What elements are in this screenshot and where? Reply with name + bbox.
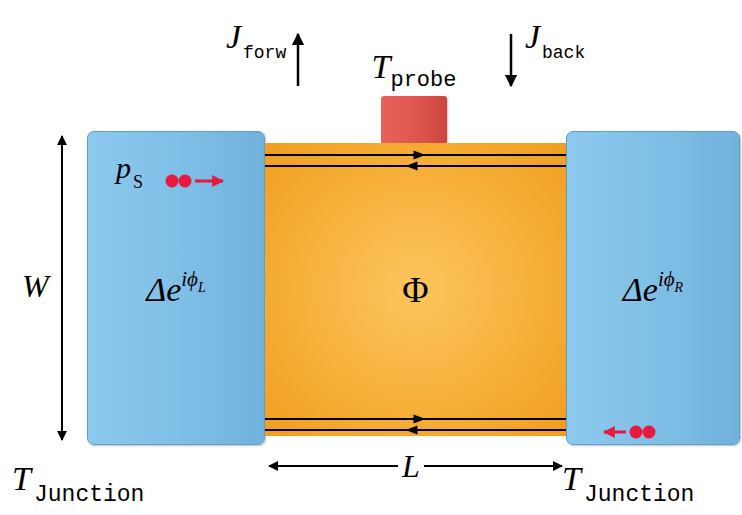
width-label: W	[22, 270, 49, 302]
label-holder: forw	[243, 44, 286, 62]
current-symbol: J	[226, 20, 241, 54]
length-label: L	[398, 450, 424, 482]
label-holder: p	[116, 153, 131, 183]
current-subscript: back	[542, 44, 585, 62]
superconductor-lead: ΔeiϕL	[87, 131, 265, 445]
text-holder: ΔeiϕL	[88, 132, 264, 444]
text-line: Φ	[402, 272, 428, 308]
normal-region: Φ	[265, 143, 566, 436]
edge-arrowhead	[406, 162, 418, 171]
edge-arrowhead	[414, 415, 426, 424]
cooper-pair-dot	[630, 426, 643, 439]
node-text: iϕ	[658, 267, 675, 291]
edge-channel	[265, 426, 566, 435]
node-text: Δe	[623, 271, 658, 308]
current-arrow	[297, 34, 300, 86]
probe-contact: Tprobe	[381, 96, 447, 148]
label-holder: Junction	[34, 484, 144, 507]
momentum-arrow	[604, 431, 626, 434]
momentum-arrow	[195, 180, 223, 183]
width-arrow	[61, 136, 63, 440]
label-holder: back	[542, 44, 585, 62]
edge-arrowhead	[414, 151, 426, 160]
text-holder: ΔeiϕR	[567, 132, 739, 444]
node-text: iϕ	[181, 267, 198, 291]
node-text: Φ	[402, 270, 428, 310]
temperature-subscript: Junction	[34, 484, 144, 507]
node-text: L	[198, 280, 206, 295]
cooper-pair-dot	[643, 426, 656, 439]
edge-line	[265, 154, 566, 156]
text-line: ΔeiϕL	[146, 269, 206, 307]
momentum-subscript: S	[133, 173, 143, 191]
edge-arrowhead	[406, 426, 418, 435]
edge-line	[265, 165, 566, 167]
label-holder: J	[525, 20, 540, 54]
edge-channel	[265, 415, 566, 424]
momentum-symbol: p	[116, 153, 131, 183]
current-subscript: forw	[243, 44, 286, 62]
label-holder: J	[226, 20, 241, 54]
superconductor-lead: ΔeiϕR	[566, 131, 740, 445]
edge-line	[265, 429, 566, 431]
label-holder: T	[12, 462, 31, 496]
temperature-symbol: T	[562, 462, 581, 496]
node-text: T	[372, 48, 391, 85]
text-line: ΔeiϕR	[623, 269, 683, 307]
temperature-subscript: Junction	[584, 484, 694, 507]
current-arrow	[510, 34, 513, 86]
edge-line	[265, 418, 566, 420]
node-text: R	[675, 280, 684, 295]
edge-channel	[265, 151, 566, 160]
node-text: probe	[390, 68, 456, 93]
temperature-symbol: T	[12, 462, 31, 496]
label-holder: T	[562, 462, 581, 496]
text-holder: Tprobe	[372, 50, 457, 92]
cooper-pair-dot	[179, 175, 192, 188]
edge-channel	[265, 162, 566, 171]
length-arrow	[269, 465, 562, 467]
current-symbol: J	[525, 20, 540, 54]
node-text: Δe	[146, 271, 181, 308]
label-holder: Junction	[584, 484, 694, 507]
cooper-pair-dot	[166, 175, 179, 188]
label-holder: L	[398, 450, 424, 482]
text-holder: Φ	[265, 143, 566, 436]
label-holder: W	[22, 270, 49, 302]
label-holder: S	[133, 173, 143, 191]
